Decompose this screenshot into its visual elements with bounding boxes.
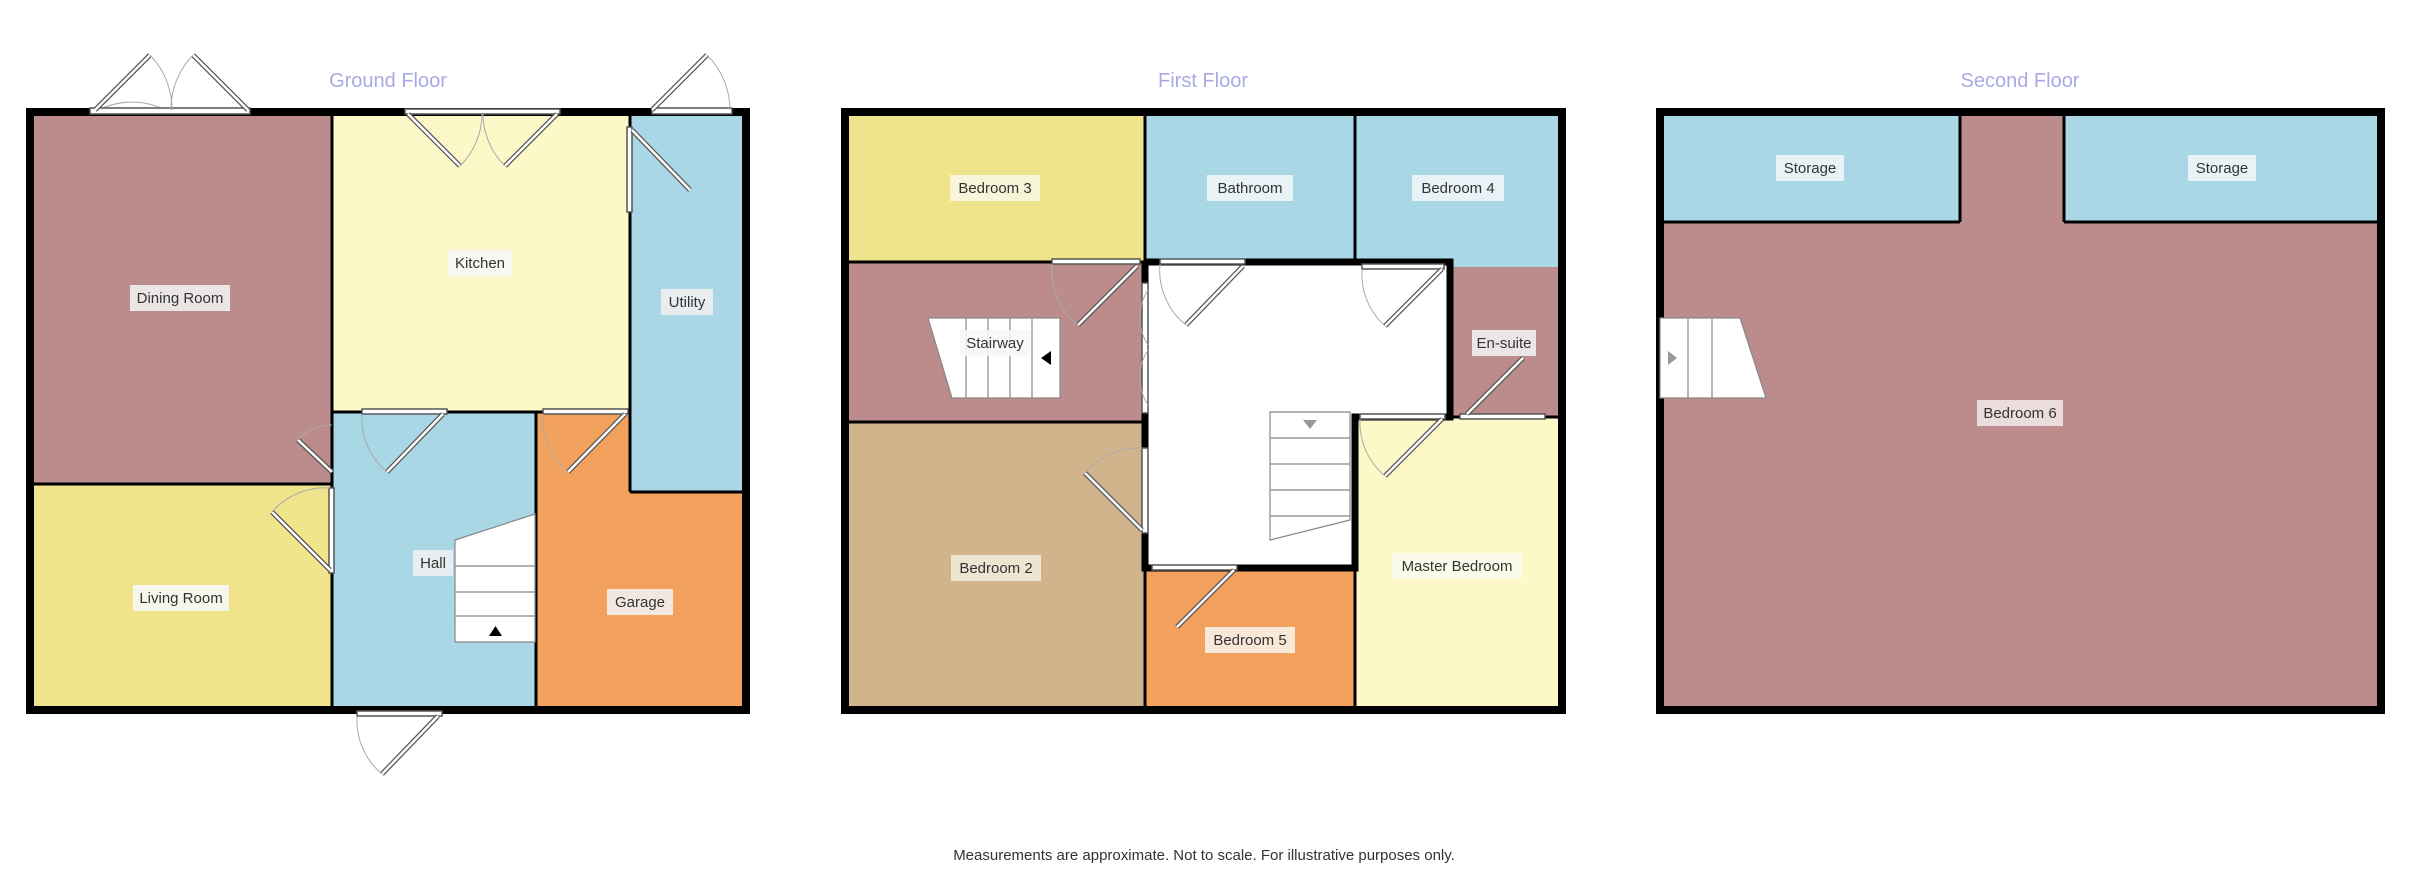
door-bedroom-2	[1083, 447, 1149, 534]
svg-text:Garage: Garage	[615, 594, 665, 611]
label-bedroom-6: Bedroom 6	[1977, 400, 2063, 426]
label-bedroom-4: Bedroom 4	[1412, 175, 1504, 201]
label-utility: Utility	[661, 289, 713, 315]
door-living-hall	[270, 487, 335, 574]
svg-text:En-suite: En-suite	[1476, 335, 1531, 352]
label-en-suite: En-suite	[1472, 330, 1536, 356]
label-living-room: Living Room	[133, 585, 229, 611]
first-floor: First Floor	[841, 70, 1566, 714]
label-bedroom-2: Bedroom 2	[951, 555, 1041, 581]
svg-text:Master Bedroom: Master Bedroom	[1402, 558, 1513, 575]
svg-text:Bedroom 4: Bedroom 4	[1421, 180, 1494, 197]
door-garage-kitchen	[542, 408, 629, 474]
door-hall-kitchen	[361, 408, 448, 474]
disclaimer-text: Measurements are approximate. Not to sca…	[953, 847, 1455, 864]
door-bedroom-5	[1151, 564, 1238, 629]
floor-title-second: Second Floor	[1961, 70, 2080, 92]
label-storage-left: Storage	[1776, 155, 1844, 181]
door-dining-hall	[296, 424, 334, 474]
svg-text:Bedroom 3: Bedroom 3	[958, 180, 1031, 197]
label-bedroom-3: Bedroom 3	[950, 175, 1040, 201]
svg-text:Bedroom 5: Bedroom 5	[1213, 632, 1286, 649]
door-en-suite	[1459, 356, 1546, 420]
label-bedroom-5: Bedroom 5	[1205, 627, 1295, 653]
svg-text:Hall: Hall	[420, 555, 446, 572]
door-stairway	[1051, 258, 1141, 327]
svg-text:Stairway: Stairway	[966, 335, 1024, 352]
svg-text:Storage: Storage	[1784, 160, 1837, 177]
stair-down-arrow-icon	[1303, 420, 1317, 429]
stairs-landing	[1269, 411, 1351, 541]
door-dining-room-french	[89, 53, 251, 115]
stair-up-arrow-icon	[489, 626, 502, 636]
ground-floor: Ground Floor	[26, 53, 750, 776]
label-dining-room: Dining Room	[130, 285, 230, 311]
door-bathroom	[1159, 258, 1246, 327]
door-bedroom-4	[1361, 263, 1445, 328]
label-hall: Hall	[413, 550, 453, 576]
stair-arrow-icon	[1668, 351, 1677, 365]
door-master-bedroom	[1359, 413, 1446, 478]
label-kitchen: Kitchen	[448, 250, 512, 276]
room-garage	[536, 412, 746, 710]
label-storage-right: Storage	[2188, 155, 2256, 181]
label-bathroom: Bathroom	[1207, 175, 1293, 201]
door-front-entrance	[356, 710, 443, 776]
door-utility-kitchen	[626, 126, 692, 213]
label-stairway: Stairway	[960, 330, 1030, 356]
floor-title-ground: Ground Floor	[329, 70, 447, 92]
door-kitchen-internal	[404, 108, 561, 168]
svg-text:Dining Room: Dining Room	[137, 290, 224, 307]
door-utility-external	[650, 53, 733, 115]
svg-text:Bedroom 6: Bedroom 6	[1983, 405, 2056, 422]
svg-text:Utility: Utility	[669, 294, 706, 311]
door-cupboard	[1139, 282, 1149, 414]
stairs	[454, 513, 536, 643]
stair-arrow-icon	[1041, 351, 1051, 365]
label-master-bedroom: Master Bedroom	[1392, 553, 1522, 579]
svg-text:Living Room: Living Room	[139, 590, 222, 607]
second-floor: Second Floor Storage Storage Bedroom 6	[1656, 70, 2385, 714]
stairs-second-floor	[1659, 317, 1767, 399]
svg-text:Storage: Storage	[2196, 160, 2249, 177]
floor-title-first: First Floor	[1158, 70, 1248, 92]
svg-text:Bedroom 2: Bedroom 2	[959, 560, 1032, 577]
label-garage: Garage	[607, 589, 673, 615]
svg-text:Bathroom: Bathroom	[1217, 180, 1282, 197]
svg-text:Kitchen: Kitchen	[455, 255, 505, 272]
